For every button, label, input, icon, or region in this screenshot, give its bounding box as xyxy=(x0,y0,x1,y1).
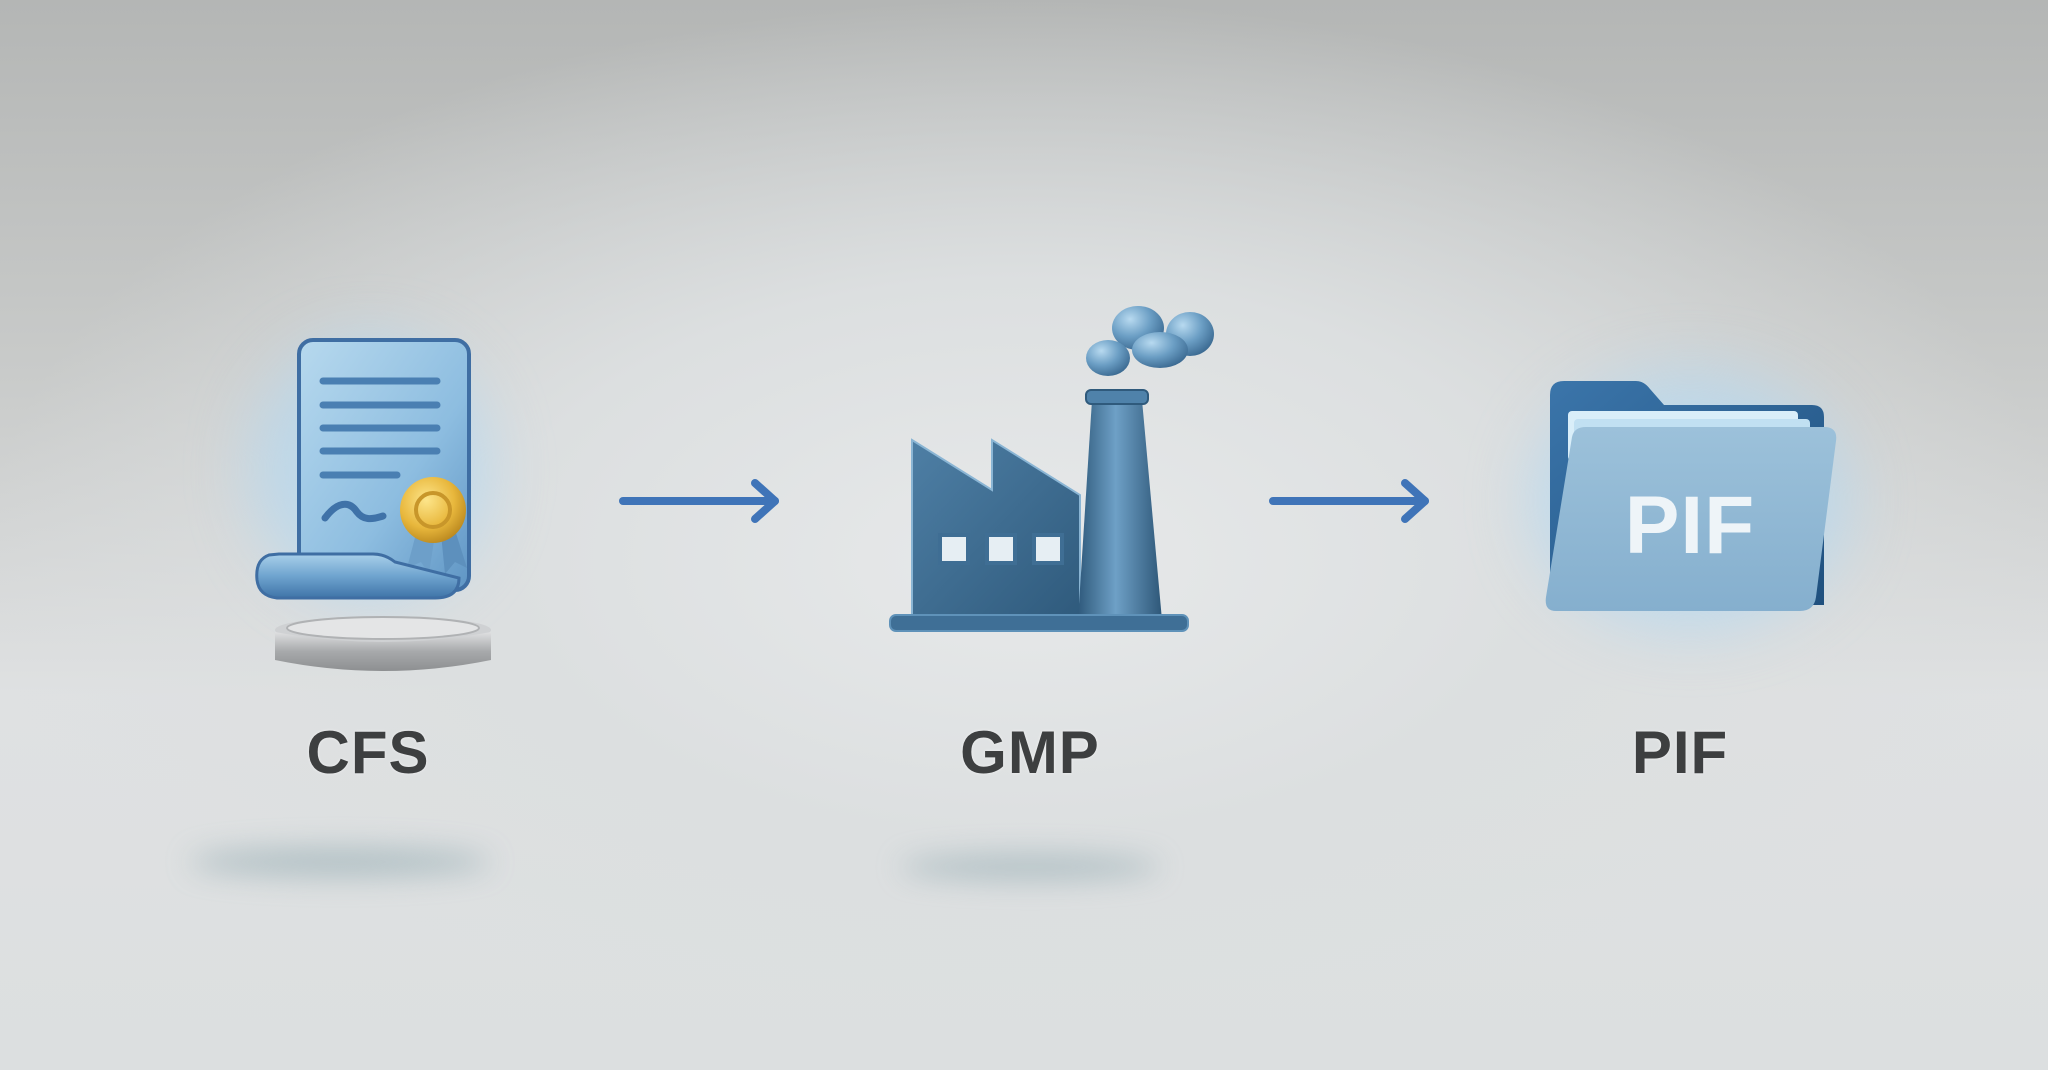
factory-icon xyxy=(889,306,1214,632)
step-label-gmp: GMP xyxy=(960,719,1100,786)
cfs-floor-shadow xyxy=(190,848,490,876)
arrow-right-icon xyxy=(619,479,779,523)
folder-icon: PIF xyxy=(1540,375,1840,620)
gmp-floor-shadow xyxy=(900,855,1160,879)
step-label-cfs: CFS xyxy=(306,719,430,786)
certificate-document-icon xyxy=(255,338,491,671)
arrow-right-icon xyxy=(1269,479,1429,523)
folder-label-text: PIF xyxy=(1624,480,1756,571)
step-label-pif: PIF xyxy=(1631,719,1729,786)
